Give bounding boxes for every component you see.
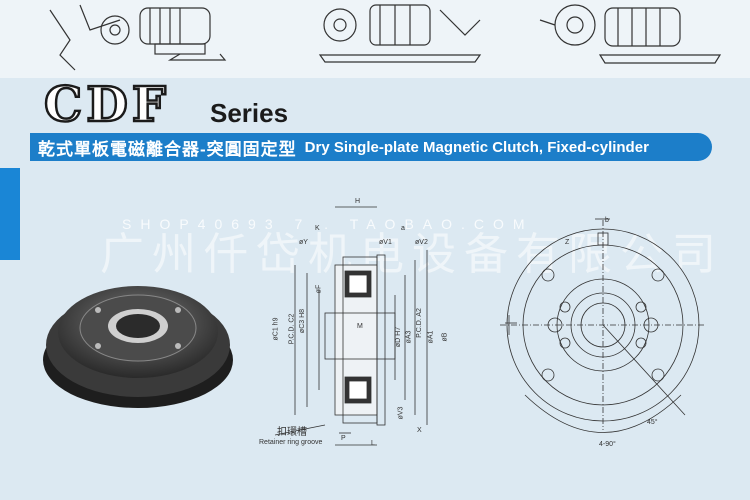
angle-45: 45° (647, 419, 658, 426)
dim-X: X (417, 427, 422, 434)
dim-V3: øV3 (397, 406, 405, 420)
front-view-drawing: b Z 45° 4-90° (495, 215, 710, 455)
dim-C2: P.C.D. C2 (288, 313, 296, 345)
retainer-label-zh: 扣環槽 (277, 427, 307, 438)
dim-H: H (355, 198, 361, 205)
dim-C3: øC3 H8 (299, 308, 307, 334)
dim-L: L (371, 440, 375, 447)
motor-illustration-middle (318, 4, 482, 63)
dim-C1: øC1 h9 (272, 317, 280, 341)
retainer-label-en: Retainer ring groove (259, 439, 323, 446)
dim-P: P (341, 435, 346, 442)
product-title-bar: 乾式單板電磁離合器-突圓固定型 Dry Single-plate Magneti… (30, 133, 712, 161)
dim-B: øB (441, 332, 449, 342)
title-chinese: 乾式單板電磁離合器-突圓固定型 (38, 139, 297, 159)
section-drawing: H K øY a øV1 øV2 øC1 h9 P.C.D. C2 øC3 H8… (255, 195, 455, 455)
dim-Z: Z (565, 239, 570, 246)
series-word: Series (210, 98, 289, 128)
dim-F: øF (315, 284, 323, 294)
side-accent-tab (0, 168, 20, 260)
angle-4-90: 4-90° (599, 441, 616, 448)
dim-D: øD H7 (395, 326, 403, 348)
clutch-photo (43, 286, 233, 408)
motor-illustration-left (49, 4, 227, 71)
top-illustration-band (0, 0, 750, 78)
dim-V1: øV1 (379, 239, 392, 246)
dim-Y: øY (299, 239, 308, 246)
title-english: Dry Single-plate Magnetic Clutch, Fixed-… (304, 138, 649, 156)
dim-A3: øA3 (405, 330, 413, 344)
dim-A2: P.C.D. A2 (415, 308, 423, 338)
watermark-shop: SHOP40693 7 . TAOBAO.COM (122, 216, 534, 232)
dim-M: M (357, 323, 363, 330)
dim-b: b (605, 217, 609, 224)
dim-K: K (315, 225, 320, 232)
dim-A1: øA1 (427, 330, 435, 344)
motor-illustration-right (539, 4, 722, 64)
watermark-company: 广州仟岱机电设备有限公司 (100, 230, 724, 279)
series-letters: CDF (43, 77, 170, 133)
dim-V2: øV2 (415, 239, 428, 246)
dim-a: a (401, 225, 405, 232)
